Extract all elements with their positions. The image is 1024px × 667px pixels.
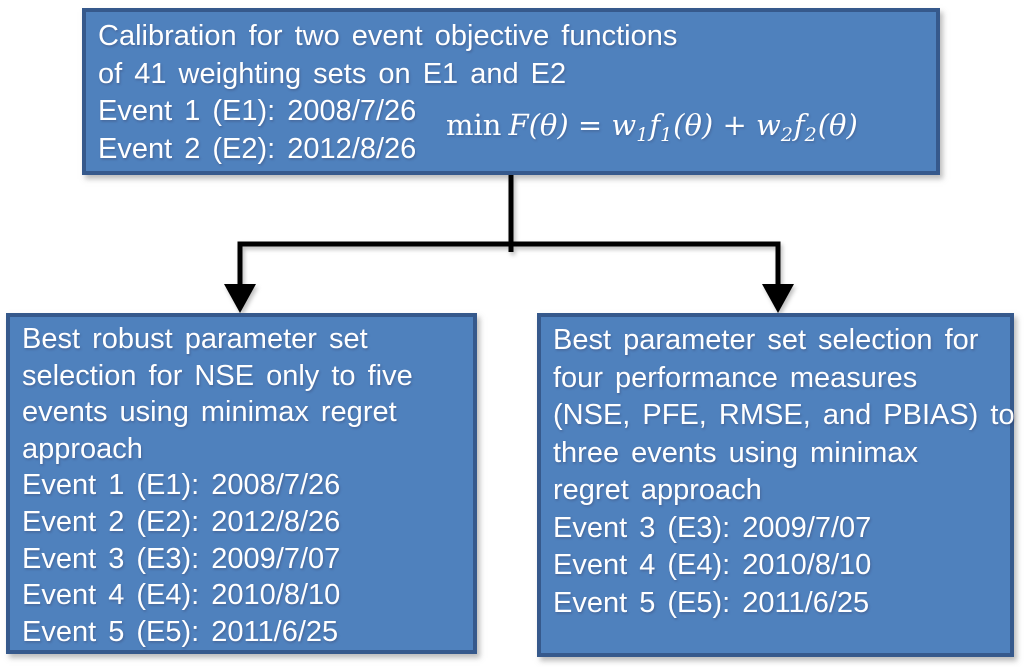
box-text-line: Event 4 (E4): 2010/8/10 [553,549,872,581]
box-text-line: Event 3 (E3): 2009/7/07 [22,542,341,575]
box-text-line: Event 5 (E5): 2011/6/25 [22,615,339,648]
box-text-line: three events using minimax [553,436,918,469]
box-text-line: Event 2 (E2): 2012/8/26 [22,505,341,538]
box-text-line: Best robust parameter set [22,323,368,355]
box-text-line: Best parameter set selection for [553,324,979,356]
box-text-line: approach [22,432,143,465]
box-text-line: Calibration for two event objective func… [98,20,678,52]
box-text-line: four performance measures [553,361,918,394]
box-text-line: Event 2 (E2): 2012/8/26 [98,132,417,165]
box-text-line: of 41 weighting sets on E1 and E2 [98,57,567,90]
box-text-line: events using minimax regret [22,396,397,429]
robust-nse-selection-box: Best robust parameter set selection for … [6,313,477,654]
box-text-line: selection for NSE only to five [22,359,413,392]
arrowhead-left [224,284,256,313]
robust-nse-selection-text: Best robust parameter set selection for … [10,317,473,650]
box-text-line: regret approach [553,474,762,506]
box-text-line: Event 5 (E5): 2011/6/25 [553,586,870,619]
box-text-line: Event 1 (E1): 2008/7/26 [22,469,341,502]
box-text-line: Event 3 (E3): 2009/7/07 [553,511,872,544]
calibration-box-text: Calibration for two event objective func… [86,12,936,168]
box-text-line: Event 1 (E1): 2008/7/26 [98,95,417,127]
arrowhead-right [762,284,794,313]
box-text-line: (NSE, PFE, RMSE, and PBIAS) to [553,399,1015,431]
connector-branch [237,241,781,290]
box-text-line: Event 4 (E4): 2010/8/10 [22,579,341,612]
formula-min: min [446,108,502,142]
performance-measures-selection-box: Best parameter set selection for four pe… [537,313,1015,657]
performance-measures-selection-text: Best parameter set selection for four pe… [541,317,1015,622]
calibration-box: Calibration for two event objective func… [82,8,940,175]
